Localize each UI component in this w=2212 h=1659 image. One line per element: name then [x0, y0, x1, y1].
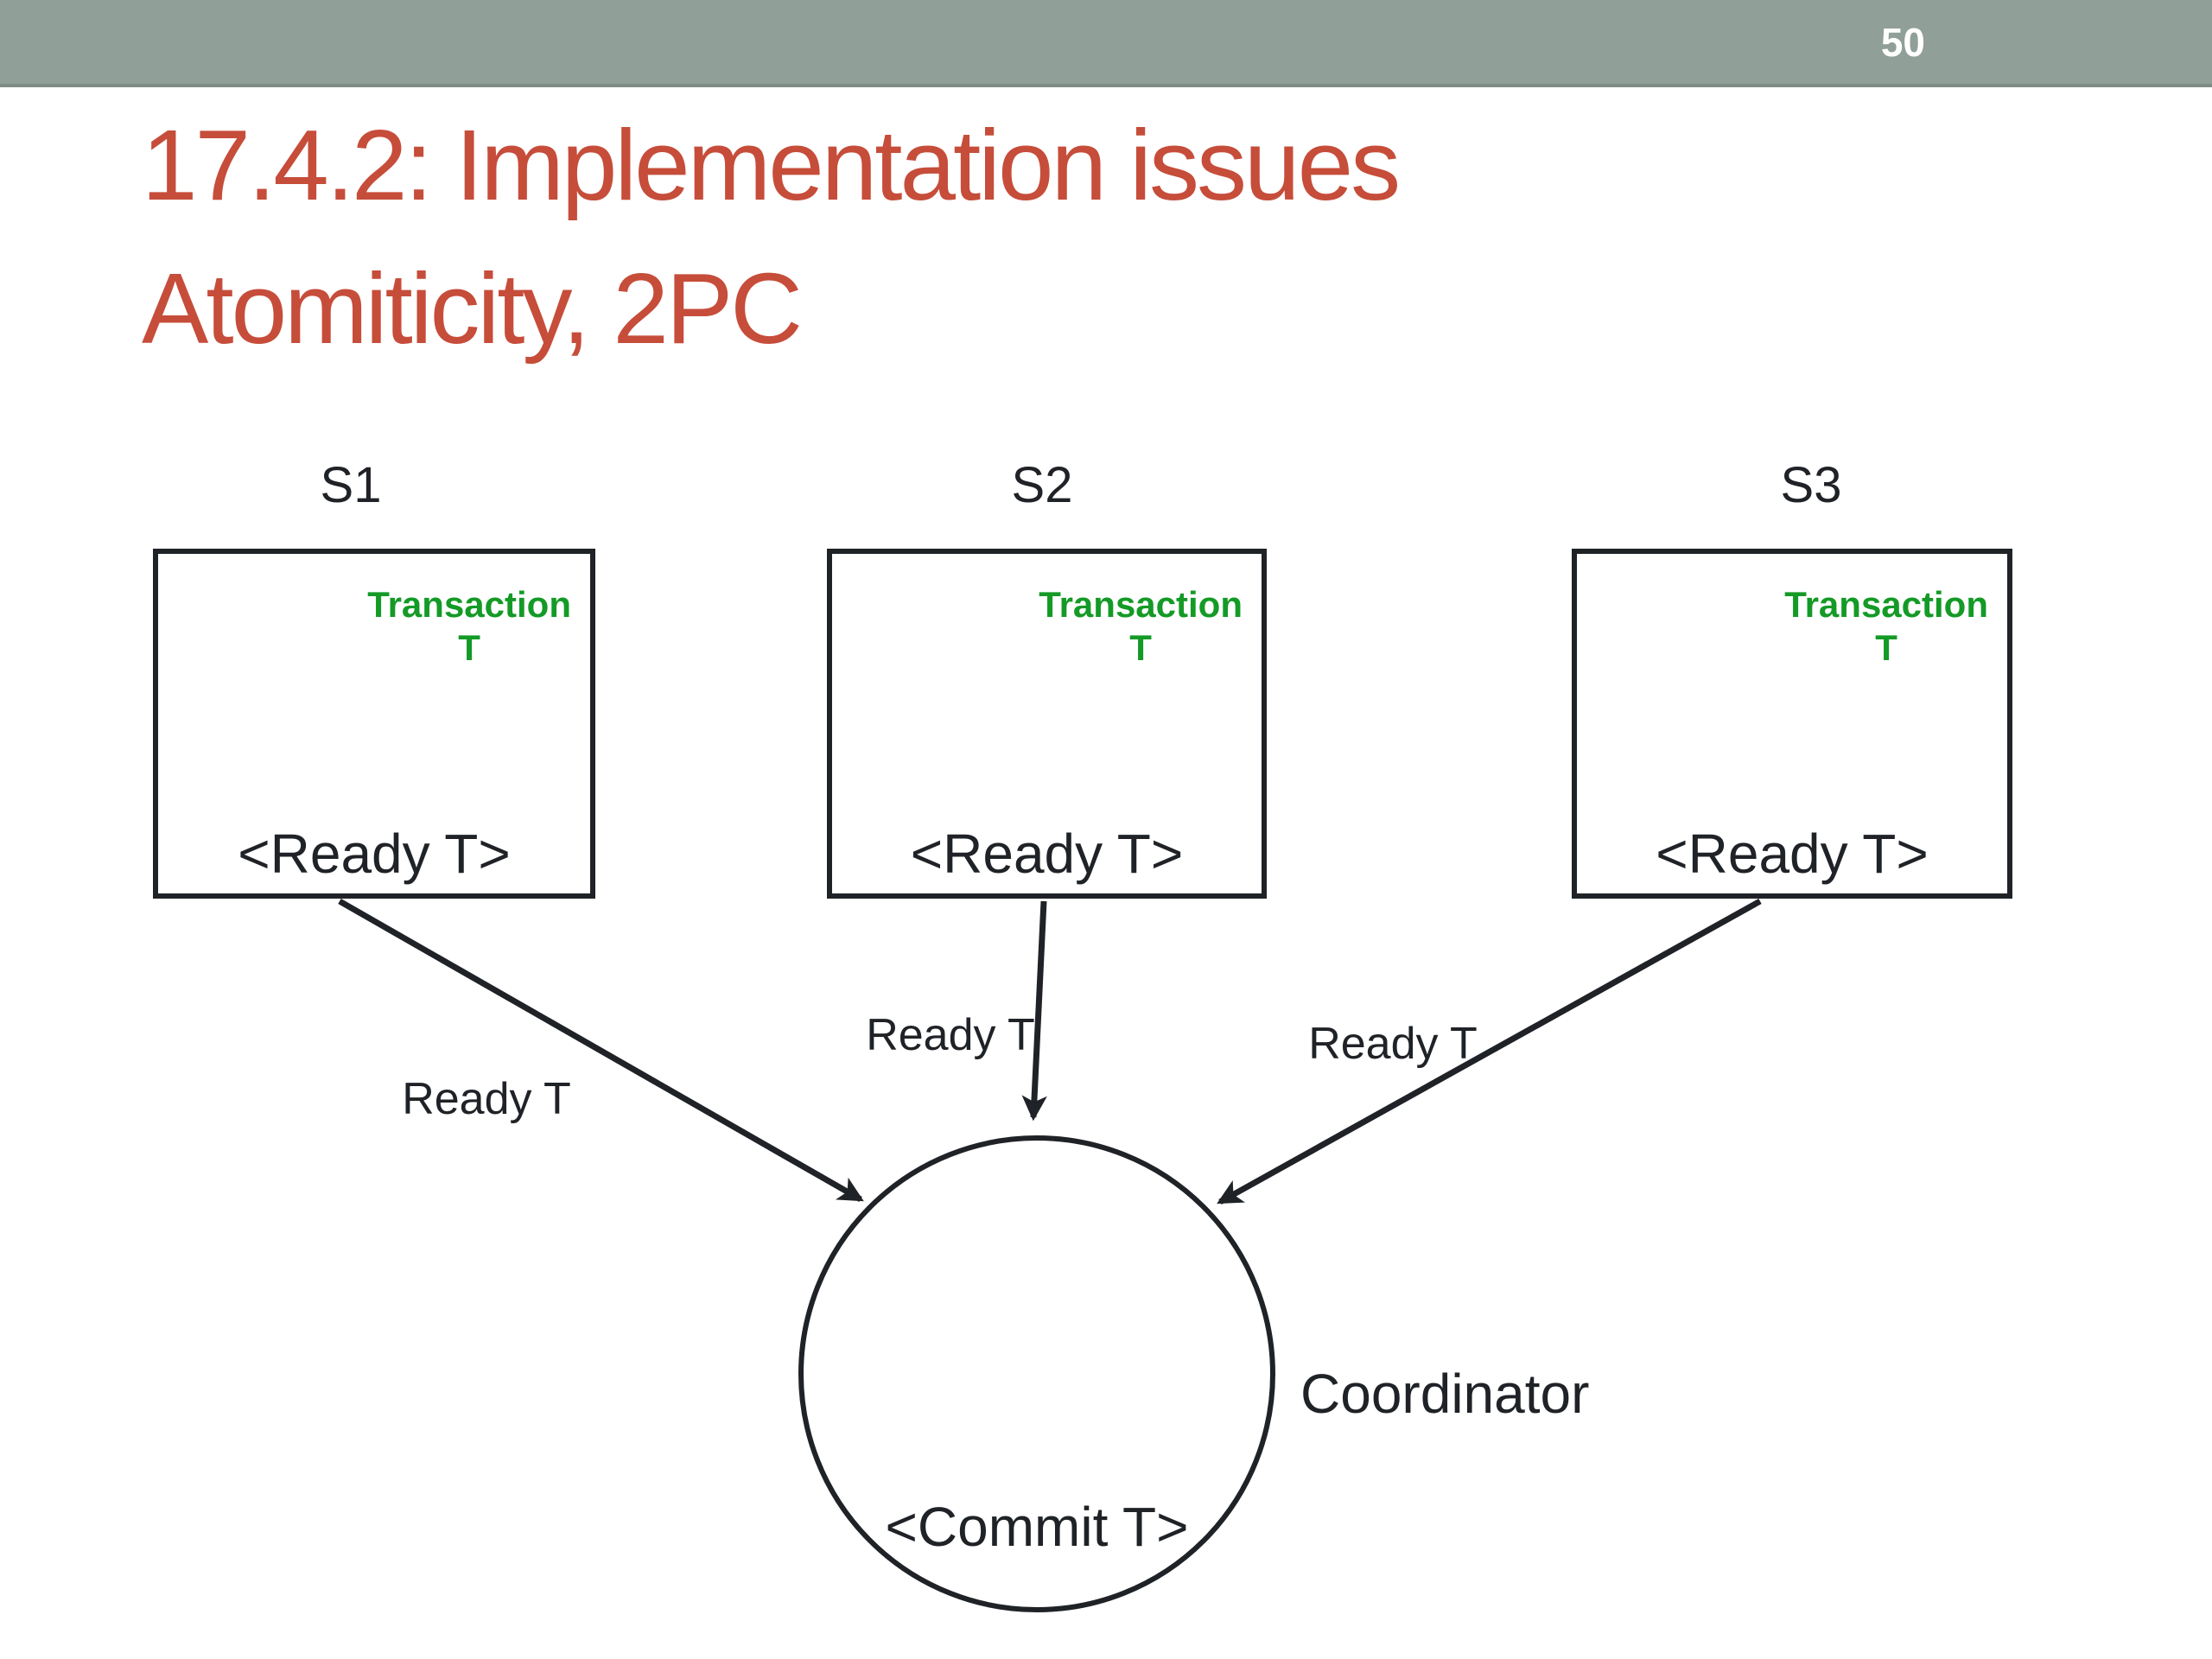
arrow-s3-to-coordinator: [1217, 898, 1762, 1205]
transaction-word: Transaction: [1039, 584, 1243, 625]
ready-log-record: <Ready T>: [238, 823, 511, 885]
title-line-1: 17.4.2: Implementation issues: [142, 109, 1401, 221]
arrow-label-s2: Ready T: [866, 1010, 1035, 1060]
commit-log-record: <Commit T>: [885, 1496, 1189, 1558]
transaction-word: Transaction: [1784, 584, 1988, 625]
transaction-label: Transaction T: [1039, 583, 1243, 669]
arrow-label-s1: Ready T: [402, 1074, 571, 1124]
site-box-s3: Transaction T <Ready T>: [1572, 549, 2012, 899]
header-bar: 50: [0, 0, 2212, 87]
site-box-s1: Transaction T <Ready T>: [153, 549, 595, 899]
arrow-s2-to-coordinator: [1021, 900, 1047, 1122]
transaction-id: T: [1875, 626, 1897, 668]
coordinator-label: Coordinator: [1300, 1363, 1590, 1425]
site-label-s3: S3: [1780, 457, 1842, 513]
transaction-label: Transaction T: [1784, 583, 1988, 669]
coordinator-circle: <Commit T>: [798, 1135, 1275, 1612]
transaction-id: T: [1129, 626, 1152, 668]
site-box-s2: Transaction T <Ready T>: [827, 549, 1267, 899]
site-label-s1: S1: [320, 457, 382, 513]
transaction-label: Transaction T: [367, 583, 571, 669]
slide-title: 17.4.2: Implementation issues Atomiticit…: [142, 93, 1401, 380]
site-label-s2: S2: [1011, 457, 1073, 513]
arrow-label-s3: Ready T: [1308, 1019, 1478, 1069]
ready-log-record: <Ready T>: [910, 823, 1184, 885]
title-line-2: Atomiticity, 2PC: [142, 252, 803, 365]
ready-log-record: <Ready T>: [1656, 823, 1929, 885]
arrow-s1-to-coordinator: [338, 898, 864, 1203]
page-number: 50: [1880, 19, 1925, 65]
transaction-word: Transaction: [367, 584, 571, 625]
transaction-id: T: [458, 626, 480, 668]
